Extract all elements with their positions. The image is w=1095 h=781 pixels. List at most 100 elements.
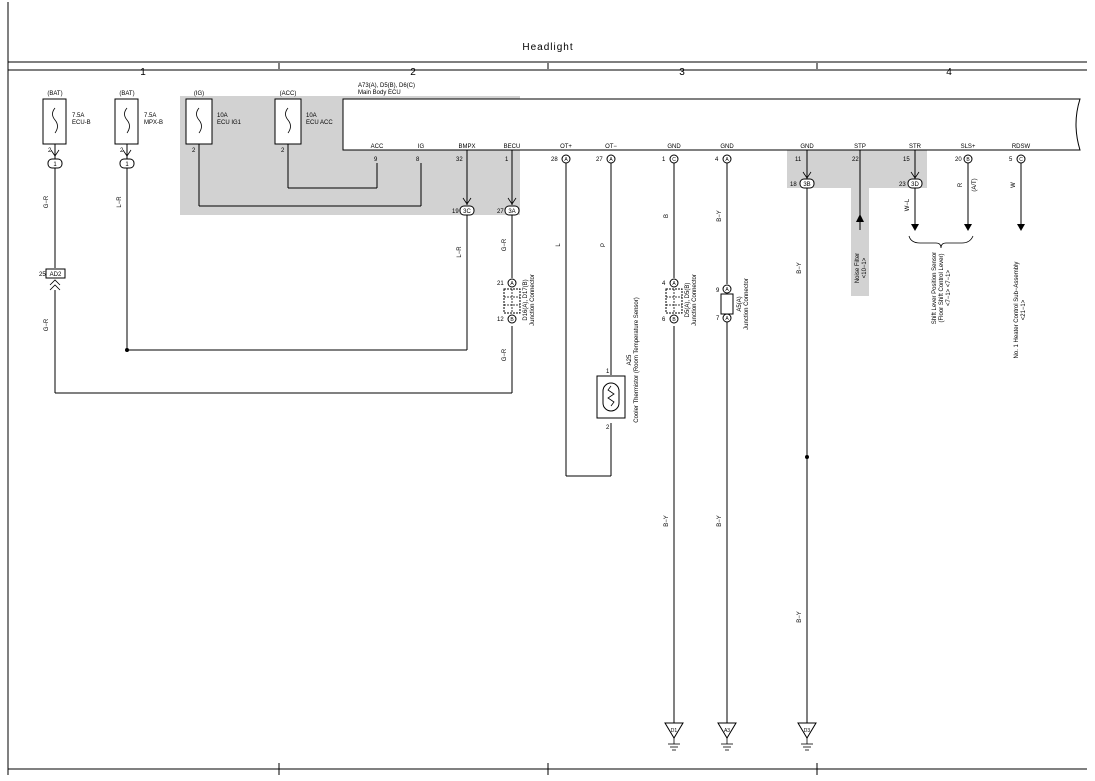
svg-text:3C: 3C bbox=[463, 209, 471, 215]
svg-text:A25: A25 bbox=[627, 354, 633, 365]
ground-circuit-d3: 11 18 3B B−Y B−Y bbox=[790, 150, 815, 723]
svg-text:(BAT): (BAT) bbox=[119, 91, 134, 97]
svg-text:23: 23 bbox=[899, 182, 906, 188]
svg-text:<21−1>: <21−1> bbox=[1021, 299, 1027, 320]
svg-text:A3: A3 bbox=[724, 728, 730, 734]
svg-text:B: B bbox=[664, 214, 670, 218]
junction-connector-d16: 21 A 12 B D16(A), D17(B) Junction Connec… bbox=[497, 274, 536, 326]
main-body-ecu: A73(A), D5(B), D6(C) Main Body ECU bbox=[342, 83, 1081, 151]
svg-text:3B: 3B bbox=[803, 182, 810, 188]
svg-text:C: C bbox=[1019, 157, 1023, 163]
svg-text:3A: 3A bbox=[508, 209, 515, 215]
svg-text:MPX-B: MPX-B bbox=[144, 120, 163, 126]
svg-text:ACC: ACC bbox=[371, 144, 384, 150]
svg-text:STP: STP bbox=[854, 144, 866, 150]
svg-text:A: A bbox=[609, 157, 613, 163]
svg-text:B−Y: B−Y bbox=[717, 210, 723, 222]
svg-text:No. 1 Heater Control Sub−Assem: No. 1 Heater Control Sub−Assembly bbox=[1014, 262, 1020, 359]
svg-text:B: B bbox=[672, 317, 676, 323]
svg-text:Noise Filter: Noise Filter bbox=[855, 253, 861, 283]
svg-text:W−L: W−L bbox=[905, 198, 911, 211]
svg-text:(A/T): (A/T) bbox=[972, 178, 978, 191]
svg-text:Junction Connector: Junction Connector bbox=[530, 274, 536, 326]
svg-text:<10−1>: <10−1> bbox=[862, 257, 868, 278]
ecu-junction-becu: 27 3A G−R G−R bbox=[497, 150, 520, 393]
svg-text:BMPX: BMPX bbox=[458, 144, 475, 150]
svg-text:7.5A: 7.5A bbox=[144, 113, 156, 119]
svg-text:21: 21 bbox=[497, 281, 504, 287]
svg-text:4: 4 bbox=[662, 281, 666, 287]
svg-text:B−Y: B−Y bbox=[797, 262, 803, 274]
column-label: 1 bbox=[140, 67, 146, 78]
svg-text:<7−1> <7−1>: <7−1> <7−1> bbox=[946, 269, 952, 306]
svg-text:9: 9 bbox=[374, 157, 378, 163]
thermistor-circuit: 28 A 27 A L P 1 2 A25 Cooler Thermistor … bbox=[551, 154, 640, 477]
column-label: 3 bbox=[679, 67, 685, 78]
svg-text:Junction Connector: Junction Connector bbox=[692, 274, 698, 326]
svg-text:L: L bbox=[556, 243, 562, 247]
svg-text:20: 20 bbox=[955, 157, 962, 163]
svg-text:G−R: G−R bbox=[44, 195, 50, 208]
svg-text:7: 7 bbox=[716, 316, 720, 322]
svg-text:RDSW: RDSW bbox=[1012, 144, 1031, 150]
ground-circuit-a3: 4 A B−Y B−Y 9 A 7 A A5(A) Junction Conne… bbox=[715, 154, 750, 723]
svg-text:1: 1 bbox=[125, 162, 129, 168]
ecu-code: A73(A), D5(B), D6(C) bbox=[358, 83, 415, 89]
svg-text:ECU ACC: ECU ACC bbox=[306, 120, 333, 126]
svg-text:22: 22 bbox=[852, 157, 859, 163]
connector-ad2: 25 AD2 bbox=[39, 268, 66, 291]
svg-text:L−R: L−R bbox=[117, 196, 123, 208]
svg-text:ECU-B: ECU-B bbox=[72, 120, 91, 126]
noise-filter: 22 Noise Filter <10−1> bbox=[852, 150, 868, 283]
svg-text:B−Y: B−Y bbox=[717, 515, 723, 527]
svg-text:(BAT): (BAT) bbox=[47, 91, 62, 97]
svg-text:L−R: L−R bbox=[457, 246, 463, 258]
svg-text:ECU IG1: ECU IG1 bbox=[217, 120, 242, 126]
svg-text:2: 2 bbox=[606, 425, 610, 431]
fuse-mpx-b: (BAT) 7.5A MPX-B 2 bbox=[114, 91, 163, 154]
svg-text:B: B bbox=[510, 317, 514, 323]
svg-text:2: 2 bbox=[192, 148, 196, 154]
svg-text:(IG): (IG) bbox=[194, 91, 204, 97]
svg-text:A: A bbox=[725, 287, 729, 293]
svg-text:STR: STR bbox=[909, 144, 922, 150]
ecu-junction-bmpx: 19 3C L−R bbox=[452, 150, 475, 350]
svg-text:7.5A: 7.5A bbox=[72, 113, 84, 119]
svg-text:B: B bbox=[966, 157, 970, 163]
frame: Headlight 1 2 3 4 bbox=[7, 2, 1087, 775]
svg-text:Cooler Thermistor (Room Temper: Cooler Thermistor (Room Temperature Sens… bbox=[634, 297, 640, 423]
svg-text:6: 6 bbox=[662, 317, 666, 323]
svg-text:AD2: AD2 bbox=[50, 272, 62, 278]
svg-text:15: 15 bbox=[903, 157, 910, 163]
svg-text:D5(A), D5(B): D5(A), D5(B) bbox=[685, 283, 691, 318]
column-label: 2 bbox=[410, 67, 416, 78]
column2-wires bbox=[198, 144, 422, 207]
svg-text:G−R: G−R bbox=[502, 238, 508, 251]
svg-text:OT+: OT+ bbox=[560, 144, 572, 150]
svg-text:32: 32 bbox=[456, 157, 463, 163]
fuse-ecu-b: (BAT) 7.5A ECU-B 2 bbox=[42, 91, 91, 154]
svg-text:A: A bbox=[725, 316, 729, 322]
svg-text:Shift Lever Position Sensor: Shift Lever Position Sensor bbox=[932, 252, 938, 324]
heater-control: 5 C W No. 1 Heater Control Sub−Assembly … bbox=[1009, 154, 1027, 359]
svg-text:B−Y: B−Y bbox=[797, 611, 803, 623]
svg-text:R: R bbox=[958, 182, 964, 187]
svg-text:27: 27 bbox=[497, 209, 504, 215]
svg-text:D3: D3 bbox=[804, 728, 811, 734]
svg-text:1: 1 bbox=[662, 157, 666, 163]
svg-text:G−R: G−R bbox=[502, 348, 508, 361]
svg-text:10A: 10A bbox=[217, 113, 228, 119]
svg-text:5: 5 bbox=[1009, 157, 1013, 163]
svg-text:2: 2 bbox=[120, 148, 124, 154]
ground-a3-icon: A3 bbox=[717, 722, 737, 751]
svg-text:2: 2 bbox=[281, 148, 285, 154]
ecu-name: Main Body ECU bbox=[358, 90, 401, 96]
svg-text:G−R: G−R bbox=[44, 318, 50, 331]
svg-text:D1: D1 bbox=[671, 728, 678, 734]
svg-text:(Floor Shift Control Lever): (Floor Shift Control Lever) bbox=[939, 253, 945, 322]
svg-text:18: 18 bbox=[790, 182, 797, 188]
svg-text:GND: GND bbox=[800, 144, 814, 150]
ecu-terminals: ACC 9 IG 8 BMPX 32 BECU 1 OT+ OT− GND GN… bbox=[371, 144, 1031, 163]
shift-lever-sensor: 15 23 3D W−L 20 B R (A/T) Shift Lever Po… bbox=[899, 150, 978, 324]
